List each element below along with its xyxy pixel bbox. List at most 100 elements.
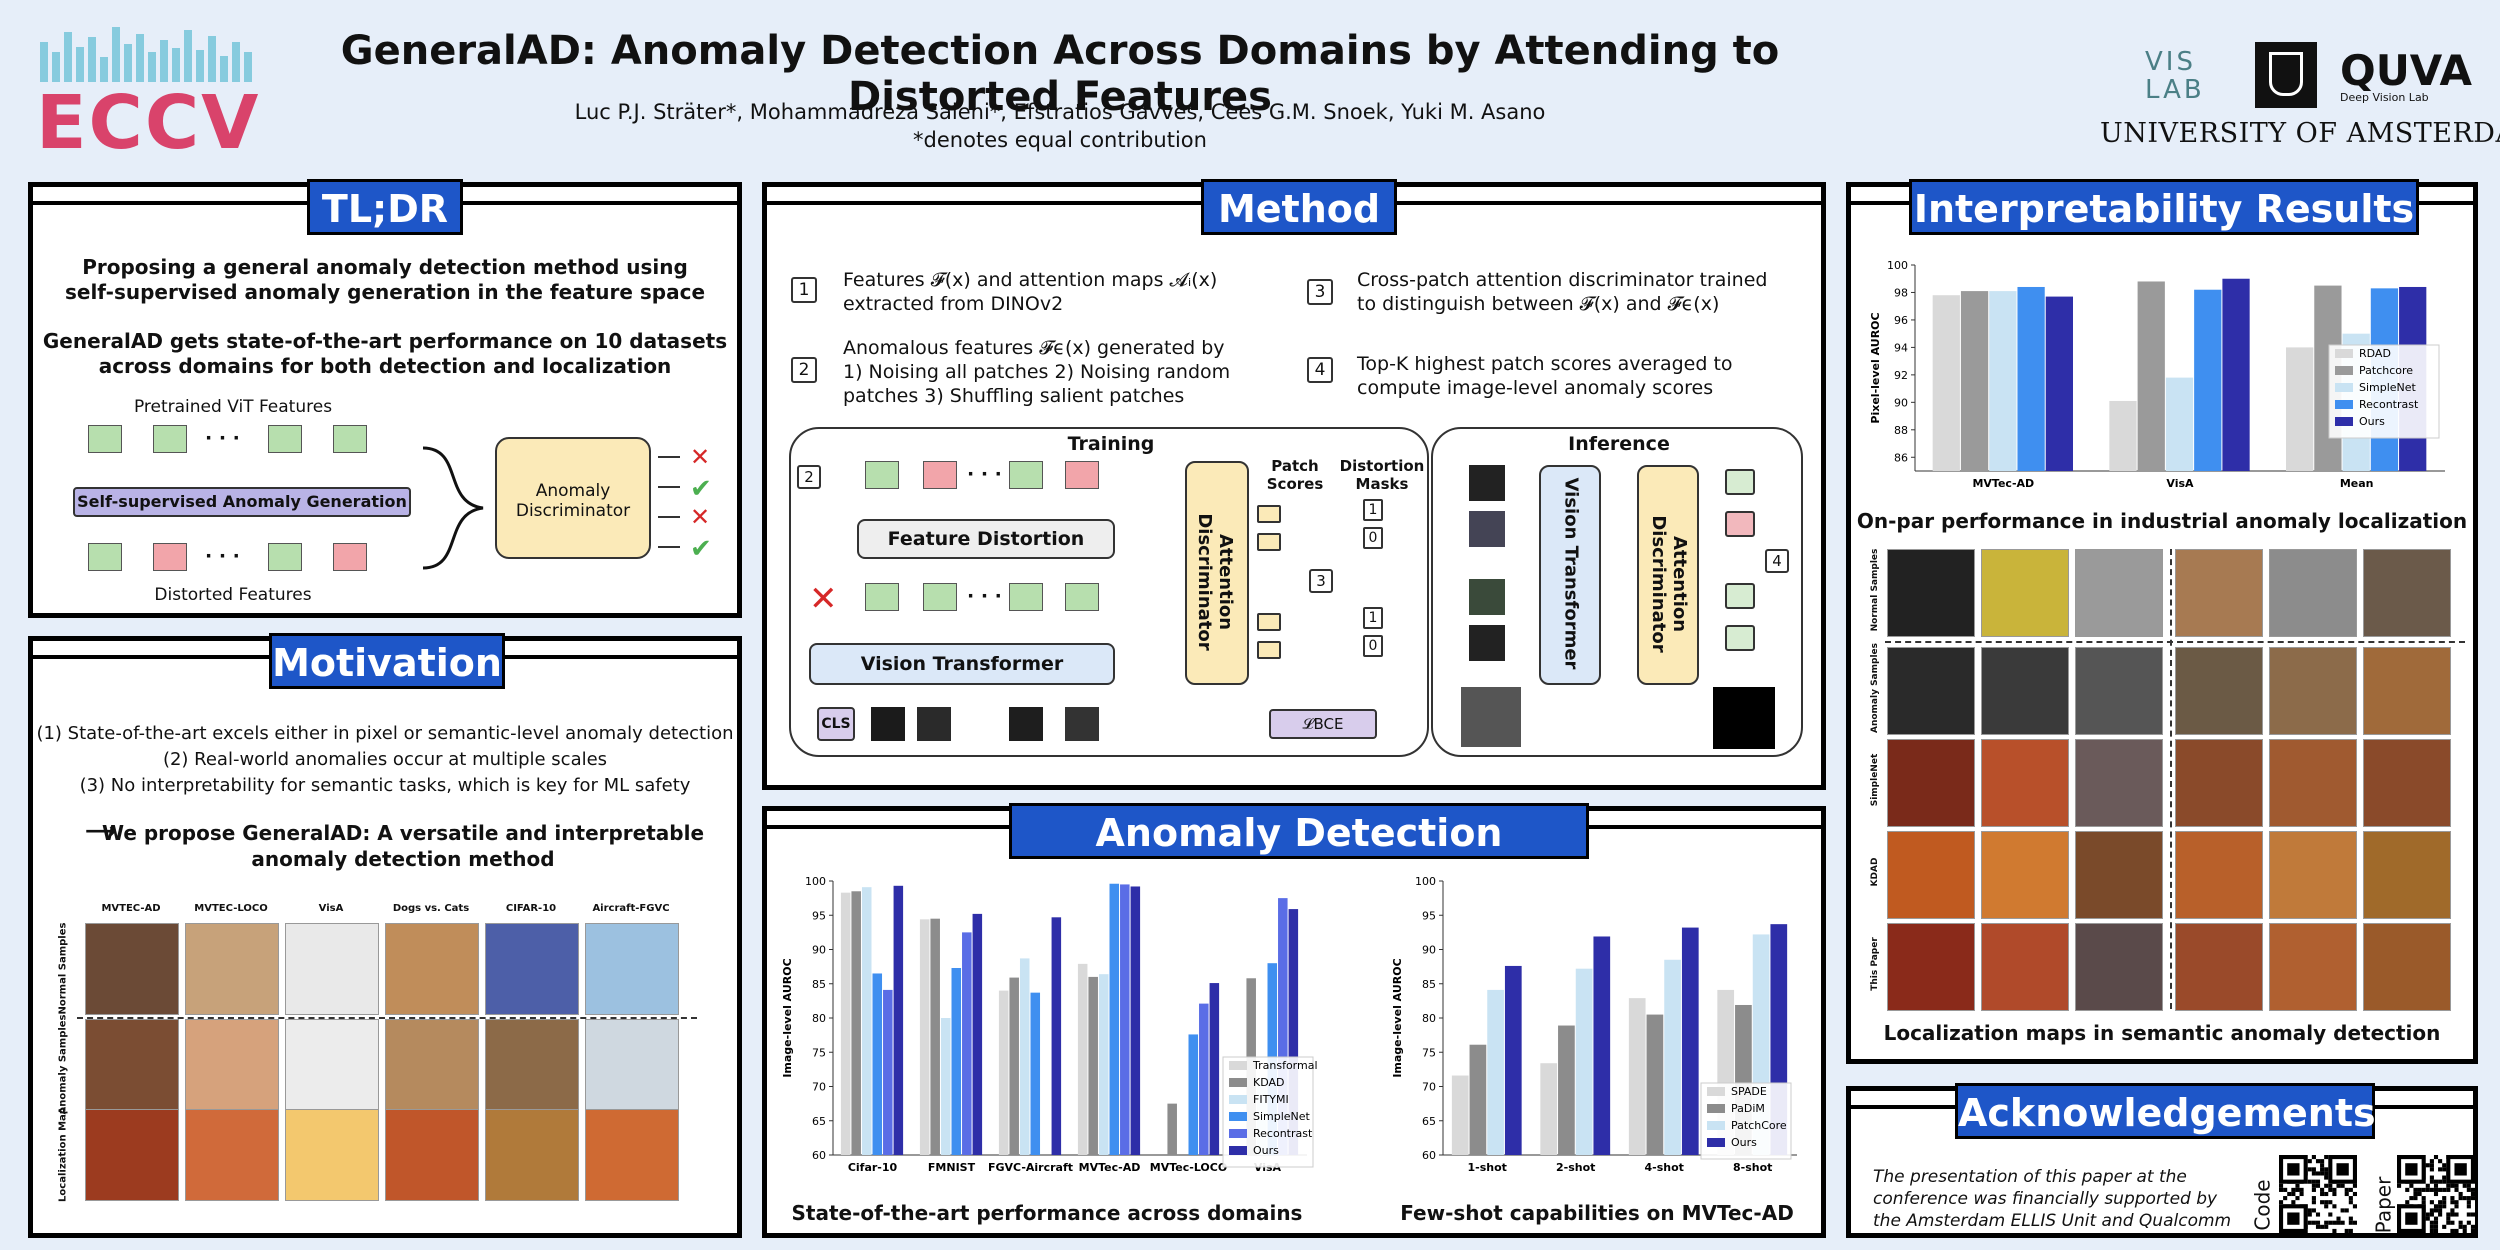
bar — [1088, 976, 1098, 1155]
step-2-marker: 2 — [797, 465, 821, 489]
mask-value: 1 — [1363, 499, 1383, 521]
legend-swatch — [2335, 383, 2353, 392]
authors: Luc P.J. Sträter*, Mohammadreza Salehi*,… — [574, 100, 1546, 124]
acknowledgements-panel: Acknowledgements The presentation of thi… — [1846, 1083, 2478, 1238]
inference-label: Inference — [1568, 433, 1670, 455]
arrow-icon: ⟶ — [85, 819, 117, 844]
bar — [2222, 278, 2250, 471]
bar — [1098, 974, 1109, 1155]
y-tick-label: 60 — [1422, 1149, 1436, 1162]
method-panel: Method 1 Features 𝓕(x) and attention map… — [762, 179, 1826, 790]
grid-column-label: CIFAR-10 — [505, 903, 557, 914]
tldr-panel: TL;DR Proposing a general anomaly detect… — [28, 179, 742, 618]
interp-image — [1981, 647, 2069, 735]
bar — [1288, 909, 1299, 1155]
y-tick-label: 85 — [812, 978, 826, 991]
x-tick-label: FGVC-Aircraft — [988, 1161, 1073, 1174]
step-4-line-2: compute image-level anomaly scores — [1357, 377, 1714, 399]
y-tick-label: 92 — [1894, 369, 1908, 382]
x-tick-label: MVTec-LOCO — [1150, 1161, 1227, 1174]
interp-image — [2363, 647, 2451, 735]
interp-image — [2075, 549, 2163, 637]
patch-scores-label: Patch Scores — [1266, 457, 1324, 493]
interp-image — [1981, 831, 2069, 919]
code-qr-icon[interactable] — [2279, 1155, 2357, 1233]
bar — [2045, 296, 2073, 471]
bar — [851, 891, 861, 1155]
attention-discriminator-box: Attention Discriminator — [1185, 461, 1249, 685]
interp-image — [1887, 923, 1975, 1011]
interp-image — [2075, 739, 2163, 827]
bar — [1167, 1103, 1177, 1155]
sample-image — [85, 1019, 179, 1111]
bar — [1628, 998, 1646, 1155]
grid-row-label: Normal Samples — [57, 922, 69, 1015]
legend-swatch — [1229, 1061, 1247, 1070]
step-4-badge: 4 — [1307, 357, 1333, 383]
bar — [1030, 992, 1041, 1155]
legend-swatch — [2335, 417, 2353, 426]
interp-image — [2175, 923, 2263, 1011]
interp-image — [2175, 549, 2263, 637]
y-axis-label: Image-level AUROC — [1391, 958, 1404, 1077]
poster-title: GeneralAD: Anomaly Detection Across Doma… — [340, 28, 1780, 120]
legend-swatch — [1229, 1095, 1247, 1104]
bar — [2017, 286, 2045, 471]
sample-image — [85, 1109, 179, 1201]
grid-column-label: MVTEC-AD — [101, 903, 161, 914]
step-1-line-1: Features 𝓕(x) and attention maps 𝓐ᵢ(x) — [843, 269, 1218, 291]
y-tick-label: 90 — [1894, 396, 1908, 409]
feature-cube — [268, 425, 302, 453]
interp-image — [2075, 647, 2163, 735]
bar — [930, 918, 940, 1155]
feature-cube — [88, 543, 122, 571]
legend-label: Ours — [1253, 1144, 1279, 1157]
pretrained-features-label: Pretrained ViT Features — [133, 397, 333, 417]
ack-line-2: conference was financially supported by — [1873, 1189, 2218, 1209]
method-title: Method — [1201, 179, 1397, 235]
interp-image — [2175, 739, 2263, 827]
feature-cube — [88, 425, 122, 453]
svg-text:✕: ✕ — [690, 443, 710, 471]
uva-wordmark: UNIVERSITY OF AMSTERDAM — [2100, 118, 2500, 149]
interp-image — [2363, 739, 2451, 827]
y-tick-label: 70 — [812, 1081, 826, 1094]
motivation-point-1: (1) State-of-the-art excels either in pi… — [36, 723, 734, 744]
legend-label: SimpleNet — [2359, 381, 2417, 394]
bar — [1278, 898, 1288, 1155]
bar — [840, 892, 851, 1155]
legend-label: FITYMI — [1253, 1093, 1289, 1106]
equal-contribution-note: *denotes equal contribution — [913, 128, 1207, 152]
y-tick-label: 95 — [1422, 909, 1436, 922]
bar — [1989, 291, 2017, 471]
interp-image — [1981, 739, 2069, 827]
anomaly-generation-box: Self-supervised Anomaly Generation — [73, 487, 411, 517]
x-tick-label: Cifar-10 — [848, 1161, 898, 1174]
bar — [1051, 917, 1062, 1155]
bar — [1575, 968, 1593, 1155]
legend-label: KDAD — [1253, 1076, 1285, 1089]
bar — [919, 919, 930, 1155]
bar — [1451, 1075, 1469, 1155]
legend-label: Transformaly — [1252, 1059, 1317, 1072]
legend-label: RDAD — [2359, 347, 2391, 360]
y-tick-label: 90 — [1422, 944, 1436, 957]
y-axis-label: Pixel-level AUROC — [1869, 312, 1882, 423]
step-1-badge: 1 — [791, 277, 817, 303]
sample-image — [185, 923, 279, 1015]
legend-label: Ours — [2359, 415, 2385, 428]
interp-image — [1887, 647, 1975, 735]
paper-qr-icon[interactable] — [2397, 1155, 2475, 1233]
bar — [1130, 886, 1141, 1155]
y-tick-label: 86 — [1894, 451, 1908, 464]
training-label: Training — [1067, 433, 1155, 455]
y-tick-label: 100 — [1415, 875, 1436, 888]
y-tick-label: 75 — [1422, 1046, 1436, 1059]
bce-loss-box: 𝓛BCE — [1269, 709, 1377, 739]
